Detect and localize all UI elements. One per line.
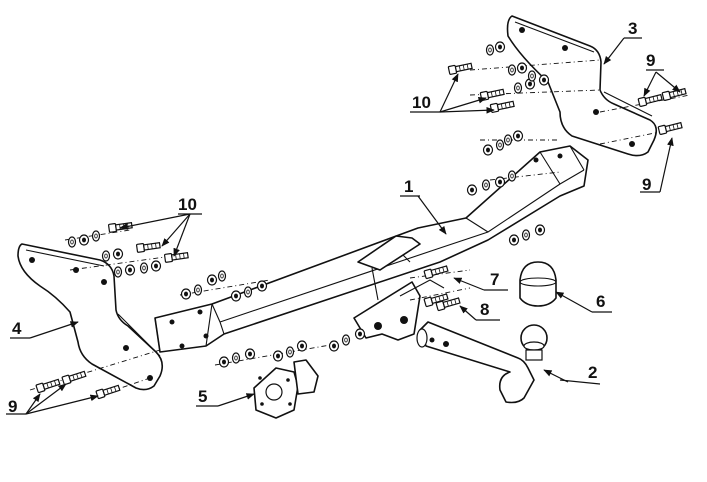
callout-9-right-label: 9 xyxy=(642,175,651,194)
callout-8-label: 8 xyxy=(480,300,489,319)
callout-4: 4 xyxy=(10,319,79,339)
callout-3: 3 xyxy=(603,19,642,65)
callout-6-label: 6 xyxy=(596,292,605,311)
callout-10-top: 10 xyxy=(410,73,495,114)
callout-9-left-label: 9 xyxy=(8,397,17,416)
callout-10-left-label: 10 xyxy=(178,195,197,214)
right-mounting-bracket xyxy=(506,15,658,157)
callout-1: 1 xyxy=(400,177,447,235)
callout-8: 8 xyxy=(459,300,500,321)
socket-plate xyxy=(253,359,319,419)
callout-2: 2 xyxy=(543,363,601,385)
main-drawbar xyxy=(154,145,589,353)
callout-9-right: 9 xyxy=(640,137,674,194)
callout-4-label: 4 xyxy=(12,319,22,338)
callout-7-label: 7 xyxy=(490,270,499,289)
callout-9-top: 9 xyxy=(643,51,681,97)
callout-3-label: 3 xyxy=(628,19,637,38)
ball-cover xyxy=(519,261,557,307)
left-mounting-bracket xyxy=(17,243,164,391)
callout-9-top-label: 9 xyxy=(646,51,655,70)
hardware-bottom-left xyxy=(35,369,121,400)
callout-10-left: 10 xyxy=(119,195,202,257)
ball-mount-plates xyxy=(353,279,445,341)
callout-7: 7 xyxy=(453,270,508,291)
callout-10-top-label: 10 xyxy=(412,93,431,112)
callout-2-label: 2 xyxy=(588,363,597,382)
callout-9-left: 9 xyxy=(6,383,99,416)
callout-5-label: 5 xyxy=(198,387,207,406)
towball-neck xyxy=(416,321,548,404)
callout-6: 6 xyxy=(555,291,612,313)
callout-5: 5 xyxy=(196,387,255,407)
assembly-centre-lines xyxy=(29,59,691,396)
callout-1-label: 1 xyxy=(404,177,413,196)
